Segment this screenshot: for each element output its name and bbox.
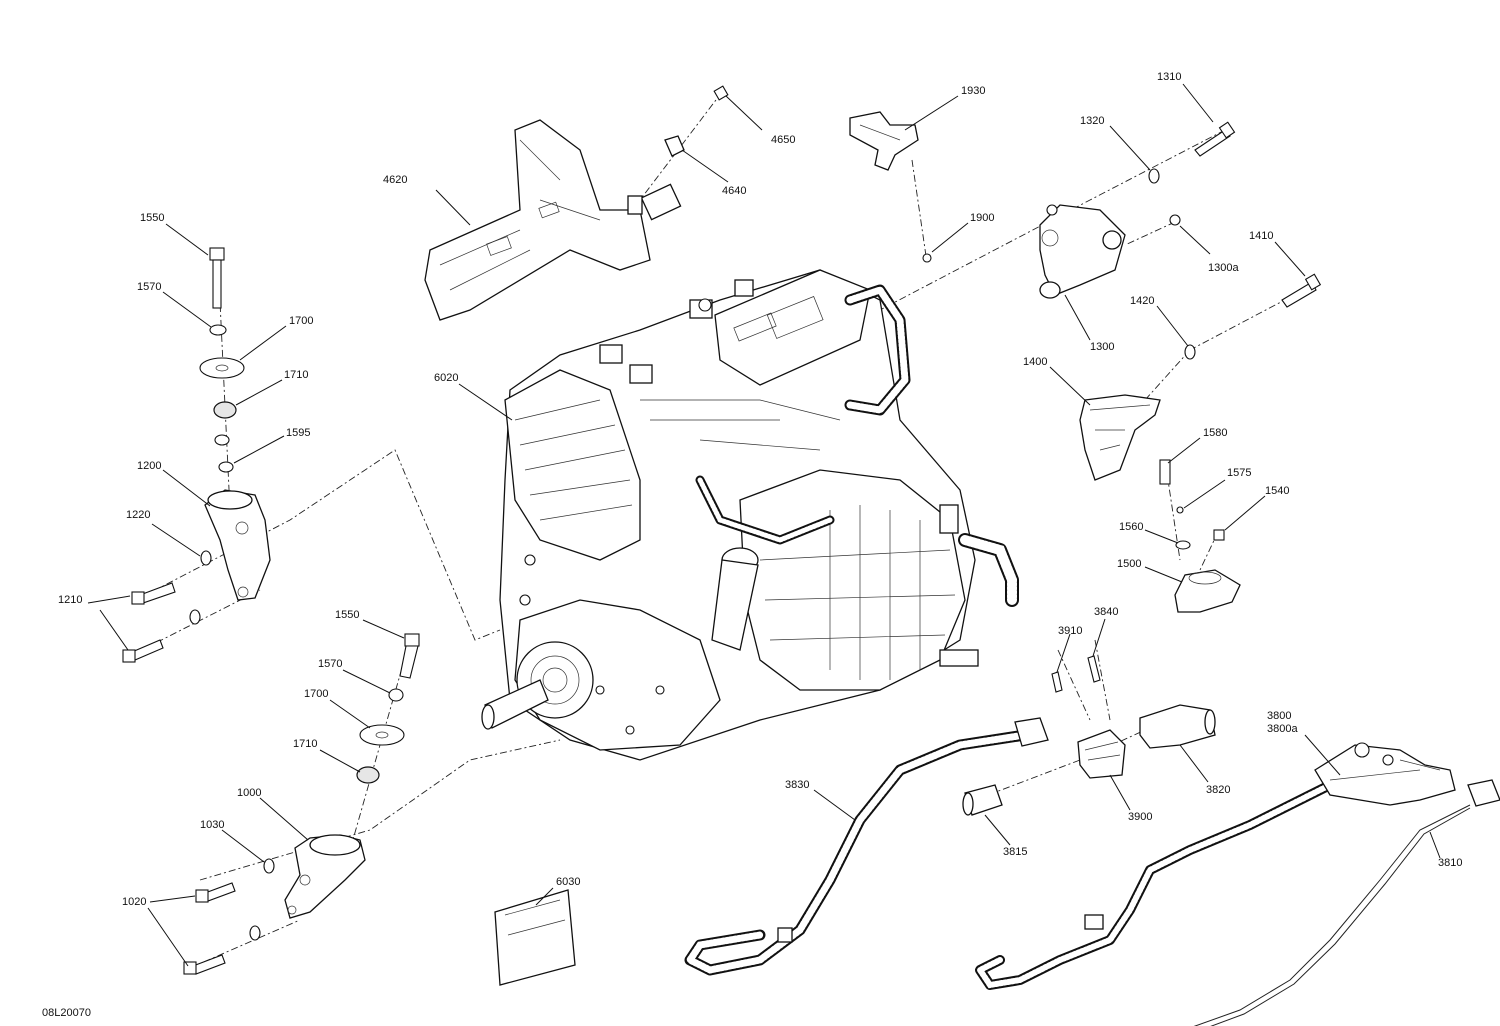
part-1710a-bushing bbox=[213, 401, 237, 419]
callout-1200: 1200 bbox=[137, 460, 161, 472]
part-1500-mount bbox=[1174, 569, 1241, 613]
callout-1580: 1580 bbox=[1203, 427, 1227, 439]
part-1220-washer bbox=[189, 550, 212, 625]
part-1300a-bolt bbox=[1169, 214, 1181, 226]
part-3810-cable bbox=[1193, 779, 1500, 1026]
part-1540-screw bbox=[1213, 529, 1225, 541]
callout-3840: 3840 bbox=[1094, 606, 1118, 618]
callout-3800: 3800 bbox=[1267, 710, 1291, 722]
part-1930-bracket bbox=[849, 111, 919, 171]
part-3830-harness bbox=[684, 717, 1049, 976]
callout-1570-upper: 1570 bbox=[137, 281, 161, 293]
leader-lines bbox=[87, 83, 1441, 967]
part-1595-spacer bbox=[214, 434, 234, 473]
callout-6020: 6020 bbox=[434, 372, 458, 384]
part-1580-spacer bbox=[1159, 459, 1171, 485]
callout-1030: 1030 bbox=[200, 819, 224, 831]
callout-1550-lower: 1550 bbox=[335, 609, 359, 621]
part-1550b-bolt bbox=[399, 633, 420, 679]
part-1320-washer bbox=[1148, 168, 1160, 184]
callout-4620: 4620 bbox=[383, 174, 407, 186]
part-4650-bolt bbox=[713, 85, 729, 101]
part-1300-mount bbox=[1039, 204, 1126, 299]
part-1710b-bushing bbox=[356, 766, 380, 784]
part-3800-module bbox=[975, 742, 1456, 990]
callout-1930: 1930 bbox=[961, 85, 985, 97]
callout-1300: 1300 bbox=[1090, 341, 1114, 353]
callout-6030: 6030 bbox=[556, 876, 580, 888]
callout-3810: 3810 bbox=[1438, 857, 1462, 869]
part-1560-washer bbox=[1175, 540, 1191, 550]
callout-1560: 1560 bbox=[1119, 521, 1143, 533]
part-3820-sensor bbox=[1139, 704, 1216, 749]
callout-1710-upper: 1710 bbox=[284, 369, 308, 381]
part-1410-bolt bbox=[1281, 273, 1322, 308]
part-1030-washer bbox=[249, 858, 275, 941]
callout-3900: 3900 bbox=[1128, 811, 1152, 823]
part-1000-mount bbox=[284, 834, 366, 919]
callout-1210: 1210 bbox=[58, 594, 82, 606]
part-3900-connector bbox=[1077, 729, 1126, 779]
callout-3815: 3815 bbox=[1003, 846, 1027, 858]
callout-1300a: 1300a bbox=[1208, 262, 1239, 274]
callout-1320: 1320 bbox=[1080, 115, 1104, 127]
part-1310-bolt bbox=[1194, 121, 1236, 157]
part-1550a-bolt bbox=[209, 247, 225, 309]
callout-1410: 1410 bbox=[1249, 230, 1273, 242]
callout-1310: 1310 bbox=[1157, 71, 1181, 83]
part-1400-bracket bbox=[1079, 394, 1161, 481]
part-1210-bolt bbox=[122, 582, 176, 663]
part-3815-sleeve bbox=[962, 784, 1003, 816]
callout-4650: 4650 bbox=[771, 134, 795, 146]
callout-labels: 4650 4640 4620 1930 1900 1310 1320 1300a… bbox=[42, 71, 1462, 1019]
callout-3820: 3820 bbox=[1206, 784, 1230, 796]
callout-1550-upper: 1550 bbox=[140, 212, 164, 224]
callout-1540: 1540 bbox=[1265, 485, 1289, 497]
callout-1020: 1020 bbox=[122, 896, 146, 908]
part-1575-clip bbox=[1176, 506, 1184, 514]
part-1200-mount bbox=[204, 489, 271, 601]
callout-1420: 1420 bbox=[1130, 295, 1154, 307]
part-4640-clip bbox=[664, 135, 685, 157]
callout-1900: 1900 bbox=[970, 212, 994, 224]
callout-1570-lower: 1570 bbox=[318, 658, 342, 670]
callout-1700-lower: 1700 bbox=[304, 688, 328, 700]
callout-4640: 4640 bbox=[722, 185, 746, 197]
callout-1500: 1500 bbox=[1117, 558, 1141, 570]
callout-1400: 1400 bbox=[1023, 356, 1047, 368]
part-3910-screw bbox=[1051, 671, 1063, 693]
callout-3800a: 3800a bbox=[1267, 723, 1298, 735]
part-1900-screw bbox=[922, 253, 932, 263]
engine-assembly bbox=[481, 269, 1019, 761]
callout-1000: 1000 bbox=[237, 787, 261, 799]
part-1420-washer bbox=[1184, 344, 1196, 360]
part-1700a-washer bbox=[199, 357, 245, 379]
callout-1710-lower: 1710 bbox=[293, 738, 317, 750]
diagram-code: 08L20070 bbox=[42, 1007, 91, 1019]
callout-3910: 3910 bbox=[1058, 625, 1082, 637]
part-1700b-washer bbox=[359, 724, 405, 746]
callout-1595: 1595 bbox=[286, 427, 310, 439]
callout-3830: 3830 bbox=[785, 779, 809, 791]
callout-1700-upper: 1700 bbox=[289, 315, 313, 327]
callout-1220: 1220 bbox=[126, 509, 150, 521]
part-1570a-washer bbox=[209, 324, 227, 336]
part-6030-label bbox=[494, 889, 576, 986]
part-4620-bracket bbox=[424, 119, 682, 321]
part-3840-screw bbox=[1087, 655, 1101, 683]
part-1570b-washer bbox=[388, 688, 404, 702]
callout-1575: 1575 bbox=[1227, 467, 1251, 479]
